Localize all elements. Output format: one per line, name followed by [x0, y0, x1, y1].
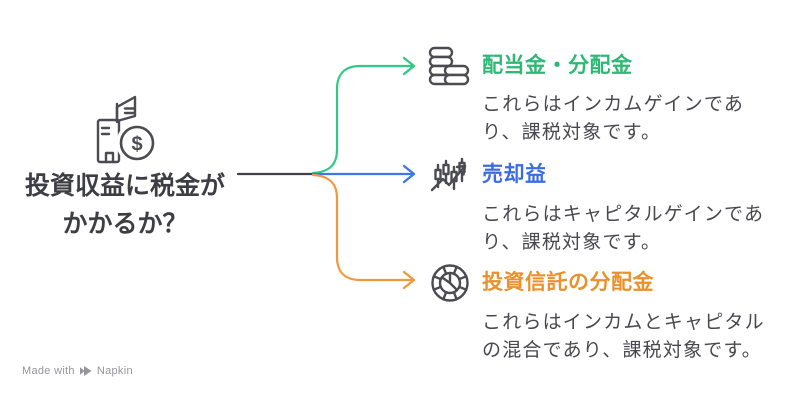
- branch-desc-dividends: これらはインカムゲインであ り、課税対象です。: [482, 91, 744, 147]
- napkin-credit: Made with Napkin: [22, 365, 133, 377]
- dollar-circle: [119, 125, 155, 161]
- green-branch-line: [311, 56, 416, 175]
- made-with-text: Made with: [22, 365, 75, 377]
- desc-line: り、課税対象です。: [482, 122, 662, 143]
- dollar-symbol: $: [131, 134, 142, 156]
- blue-branch-line: [311, 164, 416, 184]
- branch-label-fund-distributions: 投資信託の分配金: [482, 271, 654, 294]
- branch-desc-capital-gains: これらはキャピタルゲインであ り、課税対象です。: [482, 201, 764, 257]
- desc-line: これらはインカムゲインであ: [482, 94, 745, 115]
- root-title: 投資収益に税金が かかるか？: [8, 167, 242, 243]
- desc-line: これらはキャピタルゲインであ: [482, 204, 765, 225]
- segmented-wheel-icon: [431, 264, 469, 302]
- tower: [96, 118, 121, 164]
- desc-line: り、課税対象です。: [482, 232, 662, 253]
- branch-label-dividends: 配当金・分配金: [482, 54, 633, 77]
- candlestick-chart-icon: [430, 157, 467, 192]
- root-title-line-1: 投資収益に税金が: [24, 172, 225, 200]
- root-title-line-2: かかるか？: [62, 210, 188, 238]
- napkin-brand-text: Napkin: [96, 365, 133, 377]
- coin-stack-icon: [428, 46, 470, 86]
- flag: [115, 95, 137, 123]
- desc-line: これらはインカムとキャピタル: [482, 312, 765, 333]
- branch-label-capital-gains: 売却益: [482, 163, 547, 186]
- desc-line: の混合であり、課税対象です。: [482, 340, 762, 361]
- branch-desc-fund-distributions: これらはインカムとキャピタル の混合であり、課税対象です。: [482, 309, 765, 365]
- orange-branch-line: [311, 173, 416, 290]
- napkin-logo-icon: [79, 366, 92, 376]
- bank-dollar-icon: $: [96, 95, 158, 164]
